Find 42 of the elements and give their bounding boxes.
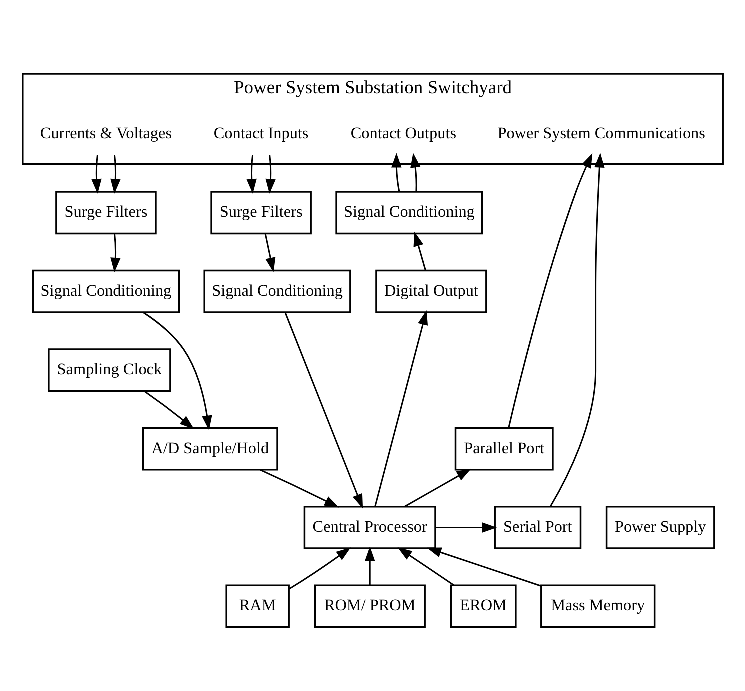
node-box: Signal Conditioning bbox=[203, 269, 351, 313]
node-box: Digital Output bbox=[375, 269, 487, 313]
arrow bbox=[364, 546, 375, 585]
node-box: ROM/ PROM bbox=[314, 584, 426, 628]
node-text: Power System Communications bbox=[497, 124, 705, 142]
node-text: Currents & Voltages bbox=[40, 124, 172, 142]
node-box: EROM bbox=[450, 584, 516, 628]
arrow bbox=[144, 390, 194, 429]
arrow bbox=[508, 152, 592, 428]
arrow bbox=[374, 310, 428, 506]
node-box: Power Supply bbox=[605, 506, 715, 549]
node-box: Central Processor bbox=[303, 506, 436, 549]
arrow bbox=[265, 154, 276, 194]
arrow bbox=[397, 546, 454, 586]
arrow bbox=[288, 547, 350, 590]
arrow bbox=[110, 234, 120, 272]
node-box: Serial Port bbox=[494, 506, 582, 549]
node-box: A/D Sample/Hold bbox=[142, 426, 278, 470]
node-text: Contact Inputs bbox=[213, 124, 308, 142]
arrow bbox=[413, 231, 426, 270]
arrow bbox=[404, 468, 471, 507]
arrow bbox=[260, 468, 339, 508]
arrow bbox=[91, 154, 102, 194]
arrow bbox=[142, 311, 212, 430]
node-box: Mass Memory bbox=[540, 584, 656, 628]
arrow bbox=[410, 152, 420, 192]
node-box: Sampling Clock bbox=[48, 348, 171, 392]
arrow bbox=[549, 152, 604, 507]
arrow bbox=[246, 154, 256, 194]
node-box: RAM bbox=[225, 584, 290, 628]
arrow bbox=[110, 154, 120, 194]
node-box: Surge Filters bbox=[210, 190, 312, 234]
arrow bbox=[426, 547, 542, 586]
node-box: Signal Conditioning bbox=[335, 190, 483, 234]
node-box: Parallel Port bbox=[454, 426, 554, 470]
node-box: Surge Filters bbox=[55, 190, 156, 234]
arrow bbox=[264, 233, 276, 272]
arrow bbox=[391, 152, 402, 192]
arrow bbox=[435, 522, 497, 532]
node-box: Signal Conditioning bbox=[32, 269, 180, 313]
arrow bbox=[284, 312, 363, 508]
node-text: Contact Outputs bbox=[350, 124, 456, 142]
